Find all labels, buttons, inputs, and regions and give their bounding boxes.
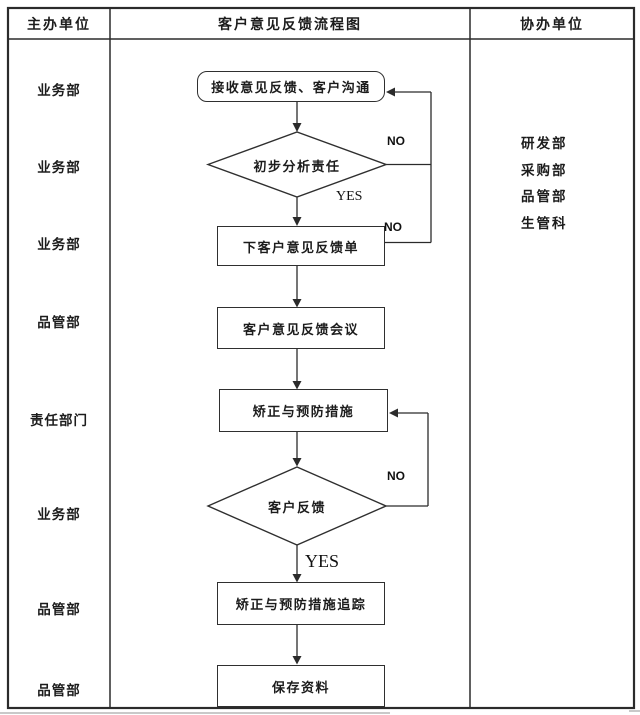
header-co-unit: 协办单位 xyxy=(520,17,584,33)
node-feedback-meeting: 客户意见反馈会议 xyxy=(217,307,385,349)
lane-label-resp-dept: 责任部门 xyxy=(30,413,88,428)
branch-label-p1-no: NO xyxy=(384,220,402,234)
lane-label-sales-1: 业务部 xyxy=(37,83,81,98)
connector-d1-to-p1 xyxy=(292,197,302,226)
lane-label-sales-3: 业务部 xyxy=(37,237,81,252)
connector-p3-to-d2 xyxy=(292,432,302,467)
node-save-records: 保存资料 xyxy=(217,665,385,707)
table-outer-border xyxy=(6,6,636,710)
partner-qa: 品管部 xyxy=(521,189,568,204)
node-decision-analyze-label: 初步分析责任 xyxy=(253,159,341,174)
connector-p4-to-p5 xyxy=(292,625,302,665)
scan-artifact-line xyxy=(0,712,390,714)
decision-shapes xyxy=(205,131,389,546)
swimlane-grid xyxy=(6,6,636,710)
branch-label-d2-yes: YES xyxy=(305,551,340,571)
decision-diamond-analyze xyxy=(205,131,389,198)
node-action-tracking: 矫正与预防措施追踪 xyxy=(217,582,385,625)
branch-label-d1-yes: YES xyxy=(336,189,363,204)
partner-purchasing: 采购部 xyxy=(521,162,568,178)
lane-label-sales-2: 业务部 xyxy=(37,160,81,175)
connector-no-loop-top xyxy=(385,87,432,244)
lane-label-qa-3: 品管部 xyxy=(37,683,81,698)
branch-label-d2-no: NO xyxy=(387,469,405,483)
header-flowchart-title: 客户意见反馈流程图 xyxy=(218,17,362,33)
branch-label-d1-no: NO xyxy=(387,134,405,148)
lane-label-sales-4: 业务部 xyxy=(37,507,81,522)
partner-department-list: 研发部 采购部 品管部 生管科 xyxy=(521,131,568,237)
connector-no-loop-bottom xyxy=(386,408,429,507)
scan-artifact-mark xyxy=(629,710,640,712)
flow-connectors xyxy=(292,87,432,665)
partner-rnd: 研发部 xyxy=(521,136,568,151)
lane-label-qa-2: 品管部 xyxy=(37,602,81,617)
partner-production: 生管科 xyxy=(521,215,568,231)
lane-label-qa-1: 品管部 xyxy=(37,315,81,330)
connector-start-to-d1 xyxy=(292,101,302,132)
connector-d2-to-p4 xyxy=(292,545,302,583)
node-issue-feedback-form: 下客户意见反馈单 xyxy=(217,226,385,266)
node-corrective-preventive-action: 矫正与预防措施 xyxy=(219,389,388,432)
node-start-receive-feedback: 接收意见反馈、客户沟通 xyxy=(197,71,385,102)
connector-p1-to-p2 xyxy=(292,266,302,308)
header-main-unit: 主办单位 xyxy=(27,17,91,33)
connector-p2-to-p3 xyxy=(292,349,302,390)
node-decision-customer-feedback-label: 客户反馈 xyxy=(267,500,326,515)
decision-diamond-feedback xyxy=(206,466,388,546)
